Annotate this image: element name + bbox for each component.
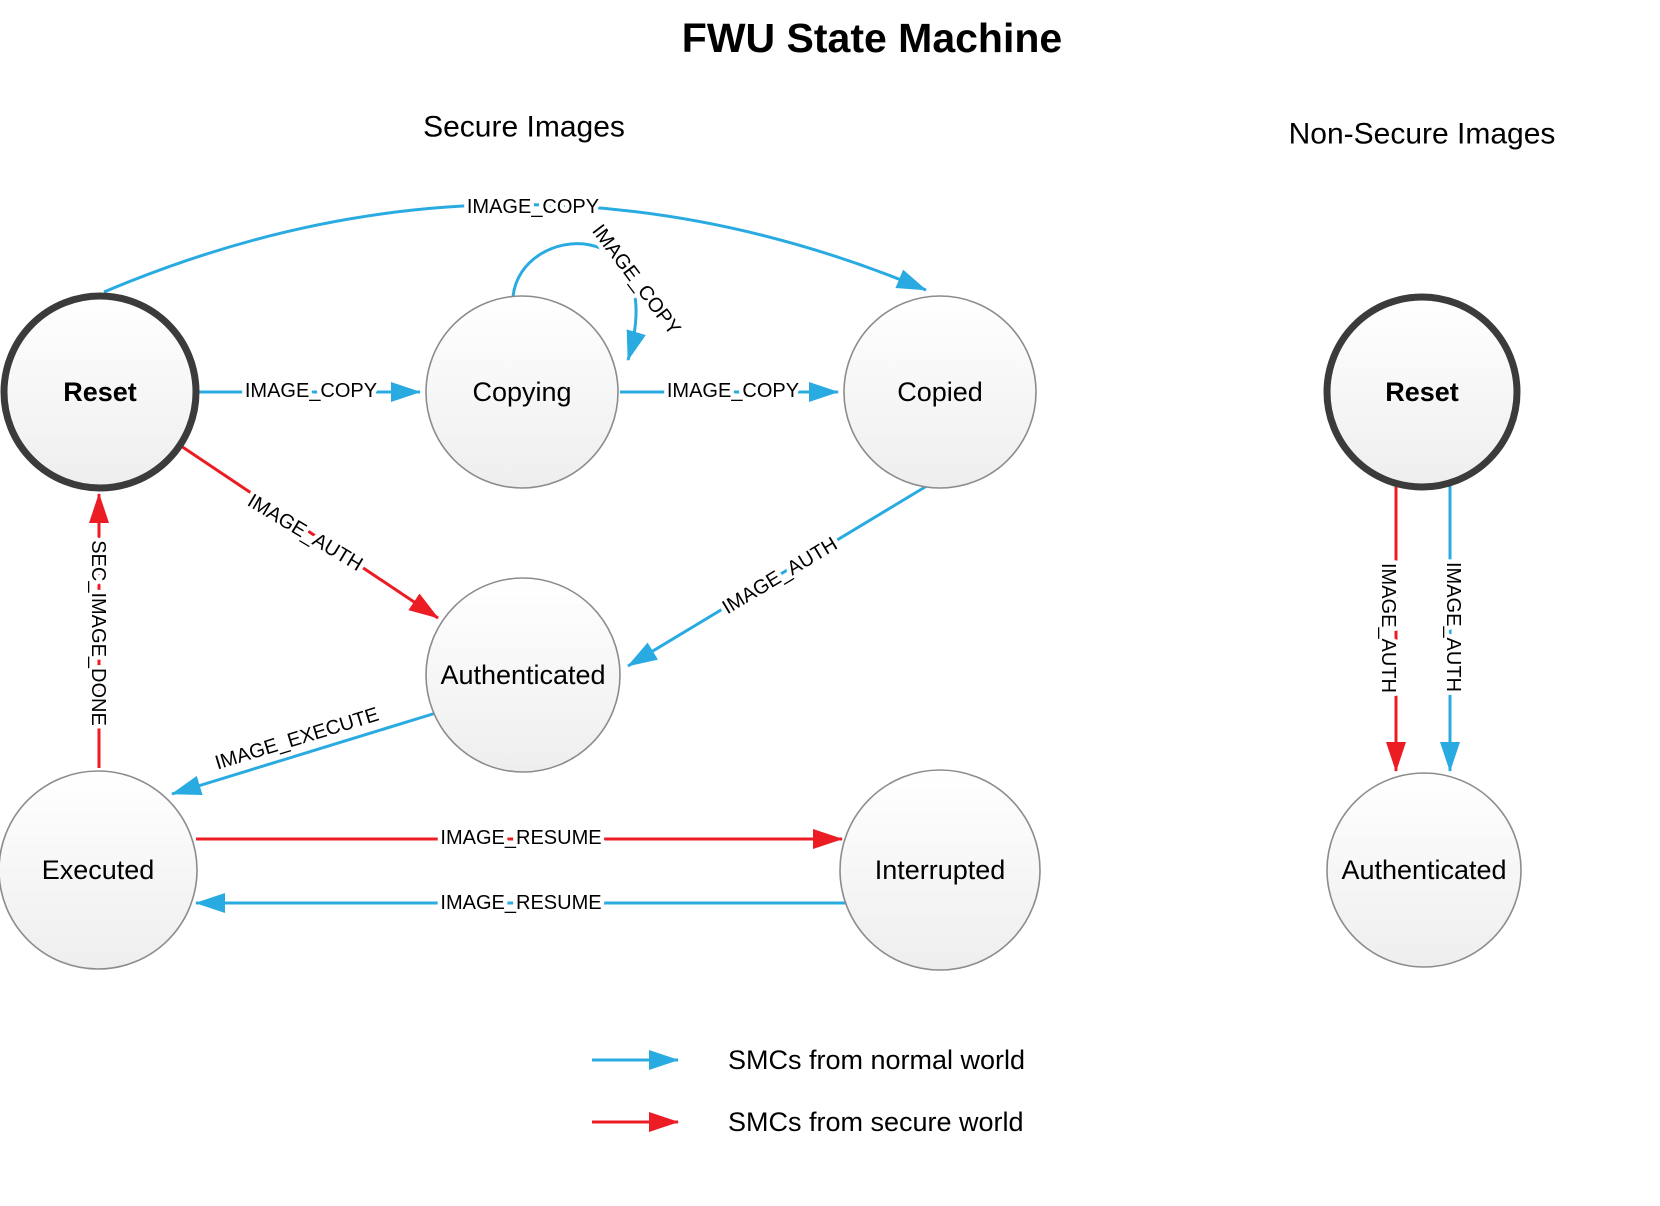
legend: SMCs from normal world SMCs from secure … bbox=[592, 1045, 1025, 1137]
legend-normal-world-label: SMCs from normal world bbox=[728, 1045, 1025, 1075]
state-label-authenticated-non-secure: Authenticated bbox=[1341, 855, 1506, 885]
state-interrupted: Interrupted bbox=[839, 769, 1041, 971]
state-label-executed: Executed bbox=[42, 855, 155, 885]
edge-label-ns-reset-to-authenticated-secure-world: IMAGE_AUTH bbox=[1377, 563, 1399, 693]
state-executed: Executed bbox=[0, 770, 198, 970]
state-copying: Copying bbox=[425, 295, 619, 489]
state-label-reset-non-secure: Reset bbox=[1385, 377, 1459, 407]
section-heading-non-secure-images: Non-Secure Images bbox=[1289, 118, 1556, 151]
edge-label-executed-to-interrupted: IMAGE_RESUME bbox=[440, 827, 601, 849]
state-authenticated: Authenticated bbox=[425, 577, 621, 773]
edge-copying-self-loop bbox=[511, 242, 646, 361]
edge-label-executed-to-reset: SEC_IMAGE_DONE bbox=[87, 540, 109, 726]
diagram-title: FWU State Machine bbox=[682, 15, 1062, 61]
edge-label-copied-to-authenticated: IMAGE_AUTH bbox=[719, 533, 842, 619]
state-label-reset-secure: Reset bbox=[63, 377, 137, 407]
state-reset-secure: Reset bbox=[0, 292, 200, 492]
state-circle bbox=[425, 295, 619, 489]
state-circle bbox=[843, 295, 1037, 489]
state-copied: Copied bbox=[843, 295, 1037, 489]
edge-reset-to-copied bbox=[103, 203, 927, 294]
state-authenticated-non-secure: Authenticated bbox=[1326, 772, 1522, 968]
state-circle bbox=[0, 292, 200, 492]
edge-copied-to-authenticated bbox=[627, 482, 931, 668]
state-label-copying: Copying bbox=[472, 377, 571, 407]
state-circle bbox=[839, 769, 1041, 971]
legend-secure-world-label: SMCs from secure world bbox=[728, 1107, 1024, 1137]
state-circle bbox=[1326, 772, 1522, 968]
edge-label-ns-reset-to-authenticated-normal-world: IMAGE_AUTH bbox=[1442, 562, 1464, 692]
state-circle bbox=[1323, 293, 1521, 491]
edge-label-reset-to-copying: IMAGE_COPY bbox=[245, 380, 377, 402]
edge-label-reset-to-authenticated: IMAGE_AUTH bbox=[244, 490, 367, 576]
state-circle bbox=[0, 770, 198, 970]
state-circle bbox=[425, 577, 621, 773]
edges-non-secure: IMAGE_AUTH IMAGE_AUTH bbox=[1373, 486, 1469, 772]
state-reset-non-secure: Reset bbox=[1323, 293, 1521, 491]
state-label-authenticated: Authenticated bbox=[440, 660, 605, 690]
edge-reset-to-authenticated bbox=[177, 442, 439, 620]
section-heading-secure-images: Secure Images bbox=[423, 111, 625, 144]
state-label-copied: Copied bbox=[897, 377, 983, 407]
edge-label-reset-to-copied: IMAGE_COPY bbox=[467, 196, 599, 218]
edge-label-interrupted-to-executed: IMAGE_RESUME bbox=[440, 892, 601, 914]
state-label-interrupted: Interrupted bbox=[875, 855, 1006, 885]
edge-authenticated-to-executed bbox=[171, 711, 437, 796]
edge-label-copying-to-copied: IMAGE_COPY bbox=[667, 380, 799, 402]
